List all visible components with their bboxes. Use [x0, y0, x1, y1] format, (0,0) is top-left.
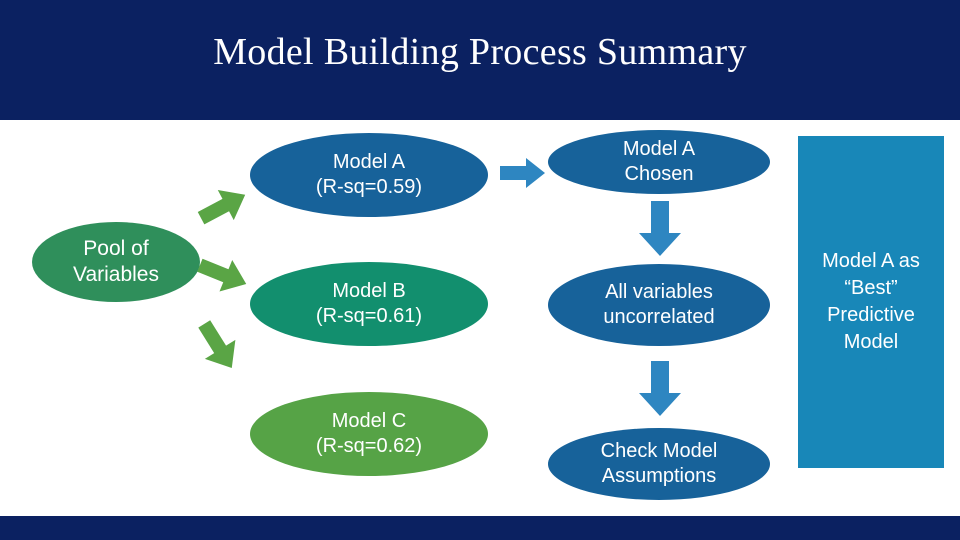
node-model-b: Model B (R-sq=0.61) [250, 262, 488, 346]
node-model-a-line2: (R-sq=0.59) [315, 176, 423, 198]
node-best-line3: Predictive [827, 304, 915, 326]
arrow-uncorrelated-to-assumptions [637, 361, 683, 417]
arrow-pool-to-model-b [196, 255, 252, 295]
arrow-pool-to-model-c [188, 316, 248, 376]
node-model-b-line2: (R-sq=0.61) [315, 305, 423, 327]
node-best-line2: “Best” [844, 277, 898, 299]
node-all-variables-uncorrelated: All variables uncorrelated [548, 264, 770, 346]
arrow-chosen-to-uncorrelated [637, 201, 683, 257]
node-best-predictive-model: Model A as “Best” Predictive Model [798, 136, 944, 468]
node-pool-line1: Pool of [83, 236, 149, 260]
node-model-b-line1: Model B [332, 280, 406, 302]
node-chosen-line2: Chosen [624, 163, 694, 185]
arrow-model-a-to-chosen [500, 157, 546, 189]
footer-band [0, 516, 960, 540]
node-uncorrelated-line2: uncorrelated [603, 306, 715, 328]
arrow-pool-to-model-a [196, 186, 252, 226]
node-best-line1: Model A as [822, 250, 920, 272]
node-chosen-line1: Model A [622, 138, 696, 160]
node-check-model-assumptions: Check Model Assumptions [548, 428, 770, 500]
node-assumptions-line2: Assumptions [601, 465, 717, 487]
node-model-c-line2: (R-sq=0.62) [315, 435, 423, 457]
node-model-a-line1: Model A [332, 151, 406, 173]
header-band [0, 0, 960, 120]
node-model-c: Model C (R-sq=0.62) [250, 392, 488, 476]
node-model-c-line1: Model C [331, 410, 407, 432]
node-assumptions-line1: Check Model [600, 440, 718, 462]
page-title: Model Building Process Summary [213, 31, 747, 73]
node-model-a: Model A (R-sq=0.59) [250, 133, 488, 217]
node-model-a-chosen: Model A Chosen [548, 130, 770, 194]
node-pool-line2: Variables [73, 263, 159, 286]
node-uncorrelated-line1: All variables [605, 281, 713, 303]
node-pool-of-variables: Pool of Variables [32, 222, 200, 302]
node-best-line4: Model [843, 331, 899, 353]
